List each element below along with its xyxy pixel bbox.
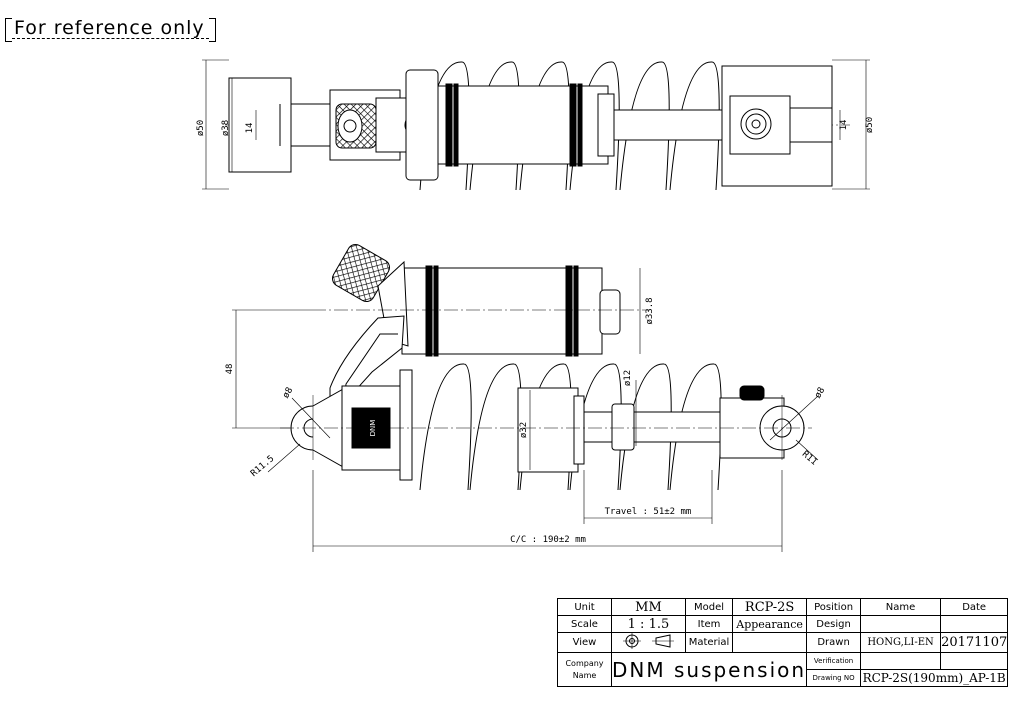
reference-stamp-text: For reference only — [14, 17, 205, 39]
dim-14-right: 14 — [839, 120, 849, 131]
dim-center-to-center: C/C : 190±2 mm — [510, 535, 586, 545]
drawing-no-value: RCP-2S(190mm)_AP-1B — [860, 669, 1009, 687]
scale-value: 1 : 1.5 — [611, 615, 686, 633]
dim-left-eye-radius: R11.5 — [249, 454, 276, 479]
design-date — [940, 615, 1009, 633]
dim-right-eye-bore: ø8 — [813, 386, 827, 400]
model-value: RCP-2S — [732, 598, 808, 616]
item-value: Appearance — [732, 615, 808, 633]
drawn-label: Drawn — [806, 632, 862, 653]
dim-od50-left: ø50 — [196, 120, 206, 136]
drawn-name: HONG,LI-EN — [860, 632, 942, 653]
dim-od50-right: ø50 — [865, 117, 875, 133]
view-label: View — [557, 632, 612, 653]
dim-14-left: 14 — [245, 123, 255, 134]
design-label: Design — [806, 615, 862, 633]
dim-travel: Travel : 51±2 mm — [605, 507, 692, 517]
top-view — [202, 59, 870, 191]
side-view: DNM — [280, 244, 812, 491]
scale-label: Scale — [557, 615, 612, 633]
position-label: Position — [806, 598, 862, 616]
item-label: Item — [684, 615, 734, 633]
dim-od38: ø38 — [221, 120, 231, 136]
dim-body-od: ø32 — [519, 422, 529, 438]
company-value: DNM suspension — [610, 652, 808, 687]
design-name — [860, 615, 942, 633]
dim-right-eye-radius: R11 — [800, 449, 819, 467]
dnm-badge-icon — [745, 113, 767, 135]
side-dim-lines — [232, 268, 819, 552]
verification-date — [940, 652, 1009, 670]
unit-label: Unit — [557, 598, 612, 616]
name-label: Name — [860, 598, 942, 616]
dim-reservoir-od: ø33.8 — [645, 297, 655, 324]
verification-name — [860, 652, 942, 670]
drawn-date: 20171107 — [940, 632, 1009, 653]
material-label: Material — [684, 632, 734, 653]
model-label: Model — [684, 598, 734, 616]
reference-stamp: For reference only — [4, 16, 217, 42]
date-label: Date — [940, 598, 1009, 616]
top-dim-lines — [202, 59, 870, 190]
material-value — [732, 632, 808, 653]
unit-value: MM — [611, 598, 686, 616]
dim-left-eye-bore: ø8 — [281, 386, 295, 400]
title-block: Unit MM Model RCP-2S Position Name Date … — [557, 598, 1009, 687]
projection-symbol-icon — [611, 632, 686, 653]
verification-label: Verification — [806, 652, 862, 670]
company-label: Company Name — [557, 652, 612, 687]
dim-shaft-od: ø12 — [623, 370, 633, 386]
dim-reservoir-offset: 48 — [225, 364, 235, 375]
drawing-no-label: Drawing NO — [806, 669, 862, 687]
top-dim-labels: ø50 ø38 14 14 ø50 — [196, 117, 875, 136]
